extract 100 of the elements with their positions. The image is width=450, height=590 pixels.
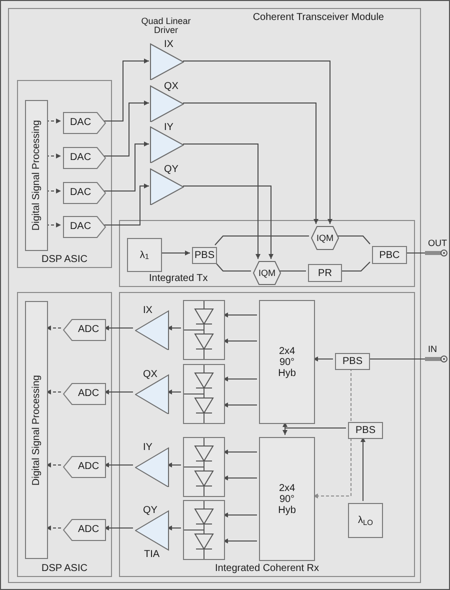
amplifier-symbol: [150, 39, 184, 80]
connector-line: [278, 270, 306, 272]
arrow: [166, 390, 182, 394]
arrow: [46, 326, 62, 330]
component-box: [127, 238, 162, 272]
converter-block: [63, 182, 106, 204]
amplifier-symbol: [150, 164, 184, 205]
converter-block: [63, 456, 106, 478]
connector-line: [368, 358, 426, 360]
arrow: [104, 142, 150, 192]
block-label: DAC: [70, 117, 92, 129]
arrow: [360, 436, 366, 502]
block-label: 2x4 90° Hyb: [277, 482, 297, 516]
block-label: DAC: [70, 221, 92, 233]
amplifier-symbol: [135, 442, 169, 487]
amplifier-label: QY: [143, 505, 158, 516]
connector-line: [214, 262, 252, 272]
arrow: [222, 476, 258, 480]
modulator-hexagon: [311, 226, 339, 250]
block-label: PR: [318, 268, 332, 278]
arrow: [160, 250, 190, 256]
group-frame: [8, 8, 421, 583]
amplifier-label: TIA: [144, 549, 160, 561]
arrow: [222, 338, 258, 344]
arrow: [182, 102, 318, 224]
component-box: [192, 247, 217, 264]
block-label: PBS: [342, 356, 362, 367]
arrow: [104, 100, 150, 156]
component-box: [259, 300, 315, 424]
group-frame: [119, 292, 415, 577]
connector-line: [340, 262, 370, 272]
arrow: [182, 186, 274, 260]
processing-block: [25, 100, 48, 251]
frame-title: Integrated Coherent Rx: [215, 563, 319, 575]
converter-block: [63, 519, 106, 541]
arrow: [104, 526, 134, 530]
arrow: [46, 188, 62, 194]
optical-port: [425, 344, 449, 365]
modulator-hexagon: [253, 261, 281, 285]
arrow: [222, 376, 258, 382]
amplifier-label: QX: [143, 369, 158, 380]
block-label: ADC: [78, 461, 100, 473]
arrow: [104, 58, 150, 122]
port-label: OUT: [428, 238, 447, 248]
converter-block: [63, 112, 106, 134]
arrow: [166, 326, 182, 330]
arrow: [104, 184, 150, 226]
arrow: [282, 428, 346, 436]
connector-line: [336, 236, 370, 244]
block-label: Digital Signal Processing: [30, 374, 42, 486]
block-label: DAC: [70, 187, 92, 199]
converter-block: [63, 383, 106, 405]
arrow: [312, 356, 334, 362]
arrow: [104, 390, 134, 394]
arrow: [46, 462, 62, 468]
group-frame: [17, 80, 112, 268]
arrow: [46, 526, 62, 530]
amplifier-label: IY: [143, 442, 152, 453]
amplifier-label: IY: [164, 122, 174, 133]
group-frame: [17, 292, 112, 577]
arrow: [222, 538, 258, 544]
block-label: DAC: [70, 152, 92, 164]
connector-line: [404, 252, 426, 254]
block-label: ADC: [78, 324, 100, 336]
frame-title: Integrated Tx: [149, 273, 208, 285]
arrow: [166, 462, 182, 468]
group-label: Quad Linear Driver: [140, 17, 192, 35]
arrow: [222, 450, 258, 454]
arrow: [46, 390, 62, 394]
amplifier-symbol: [135, 305, 169, 350]
amplifier-label: IX: [164, 39, 174, 50]
arrow: [222, 312, 258, 318]
component-box: [259, 437, 315, 561]
converter-block: [63, 216, 106, 238]
arrow: [222, 402, 258, 408]
block-label: ADC: [78, 388, 100, 400]
amplifier-symbol: [150, 81, 184, 122]
processing-block: [25, 301, 48, 559]
component-box: [335, 353, 370, 370]
block-label: ADC: [78, 524, 100, 536]
component-box: [372, 246, 407, 264]
amplifier-label: IX: [143, 305, 152, 316]
arrow: [222, 512, 258, 518]
frame-title: DSP ASIC: [42, 563, 88, 575]
block-label: IQM: [258, 268, 276, 278]
arrow: [104, 462, 134, 468]
optical-port: [425, 238, 449, 259]
arrow: [46, 154, 62, 158]
arrow: [46, 222, 62, 228]
block-label: PBC: [379, 250, 400, 260]
arrow: [182, 60, 332, 224]
block-label: λ$_{LO}$: [358, 515, 373, 526]
frame-title: DSP ASIC: [42, 254, 88, 266]
arrow: [182, 144, 260, 260]
block-label: IQM: [316, 232, 334, 244]
block-label: PBS: [194, 250, 214, 261]
arrow: [46, 118, 62, 124]
component-box: [348, 503, 383, 538]
converter-block: [63, 147, 106, 169]
port-label: IN: [428, 344, 437, 354]
